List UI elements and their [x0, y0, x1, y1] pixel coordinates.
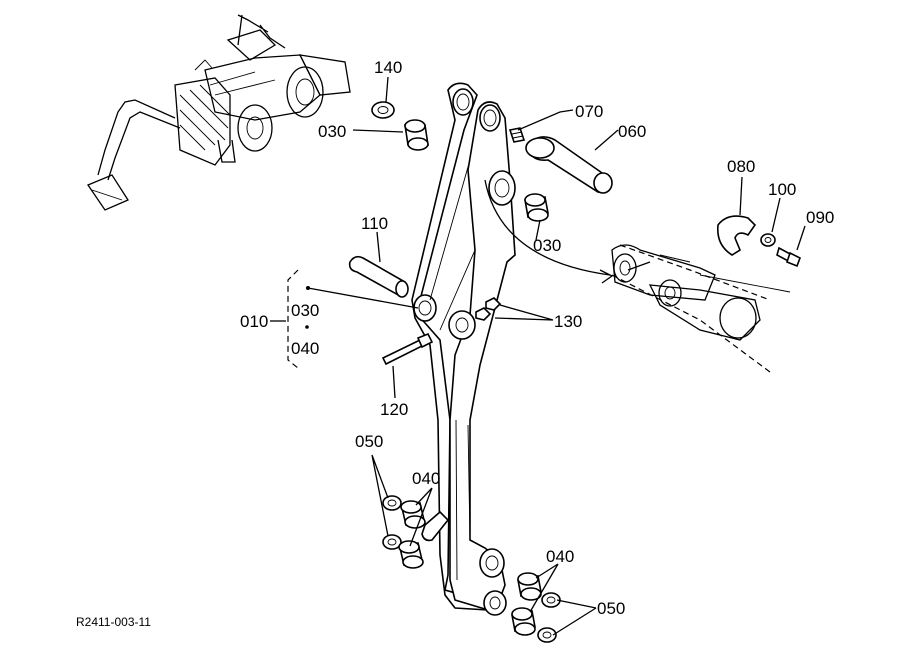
- label-030-mid: 030: [533, 236, 561, 255]
- label-070: 070: [575, 102, 603, 121]
- label-050-left: 050: [355, 432, 383, 451]
- label-120: 120: [380, 400, 408, 419]
- part-130-nuts: [475, 297, 502, 321]
- part-030-bushing-mid: [524, 193, 549, 222]
- part-030-bushing-top: [404, 119, 429, 151]
- label-040-right: 040: [546, 547, 574, 566]
- part-060-pin: [525, 136, 613, 194]
- part-050-seals-left: [382, 495, 402, 550]
- label-110: 110: [361, 214, 388, 233]
- assembly-010-bracket: [270, 269, 309, 369]
- tractor-backhoe-illustration: [87, 14, 351, 211]
- part-040-bushings-right: [511, 572, 542, 636]
- label-130: 130: [554, 312, 582, 331]
- part-040-bushings-left: [398, 500, 426, 569]
- label-100: 100: [768, 180, 796, 199]
- part-080-plate: [716, 215, 757, 256]
- leader-lines: [306, 76, 806, 636]
- part-050-seals-right: [537, 592, 561, 643]
- part-090-bolt: [776, 246, 802, 268]
- label-090: 090: [806, 208, 834, 227]
- part-140-washer: [371, 101, 395, 119]
- label-030-top: 030: [318, 122, 346, 141]
- label-030-assembly: 030: [291, 301, 319, 320]
- bucket-link: [484, 179, 791, 373]
- label-050-right: 050: [597, 599, 625, 618]
- part-110-pin: [348, 255, 409, 298]
- label-080: 080: [727, 157, 755, 176]
- part-120-bolt: [381, 332, 434, 366]
- label-040-assembly: 040: [291, 339, 319, 358]
- part-070-grease-fitting: [508, 127, 526, 143]
- label-010: 010: [240, 312, 268, 331]
- label-140: 140: [374, 58, 402, 77]
- label-040-left: 040: [412, 469, 440, 488]
- part-100-washer: [760, 233, 776, 247]
- dipper-arm: [411, 82, 516, 616]
- label-060: 060: [618, 122, 646, 141]
- reference-code: R2411-003-11: [76, 615, 151, 629]
